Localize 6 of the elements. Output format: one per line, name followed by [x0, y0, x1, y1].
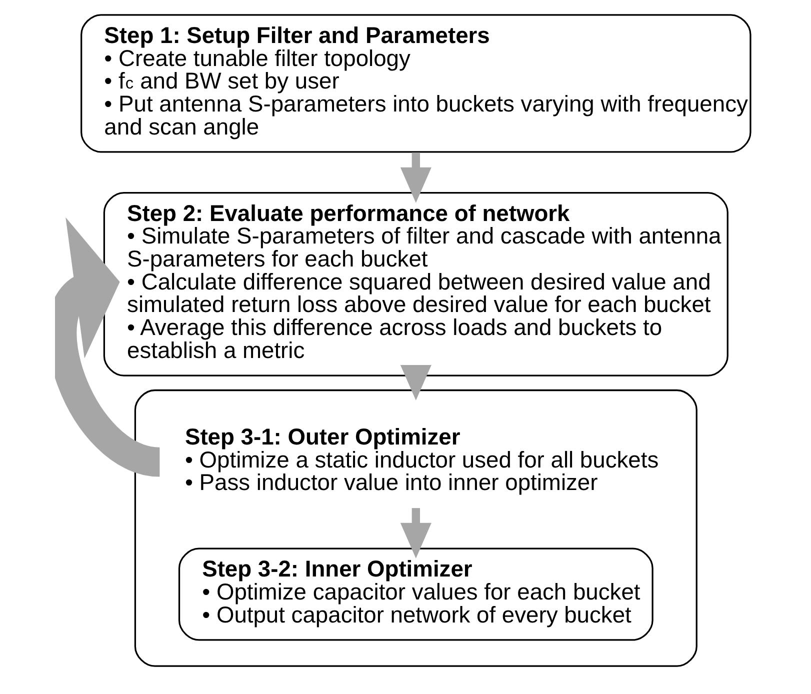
arrow	[400, 364, 431, 400]
node-box: Step 3-2: Inner Optimizer • Optimize capacitor values for each bucket • Output capacitor network of every bucket	[178, 548, 653, 641]
arrow	[400, 152, 431, 203]
node-box: Step 1: Setup Filter and Parameters • Create tunable filter topology • fc and BW set by user • Put antenna S-parameters into buckets varying with frequency and scan angle	[80, 14, 751, 153]
arrow	[400, 508, 431, 558]
arrow	[54, 217, 162, 477]
